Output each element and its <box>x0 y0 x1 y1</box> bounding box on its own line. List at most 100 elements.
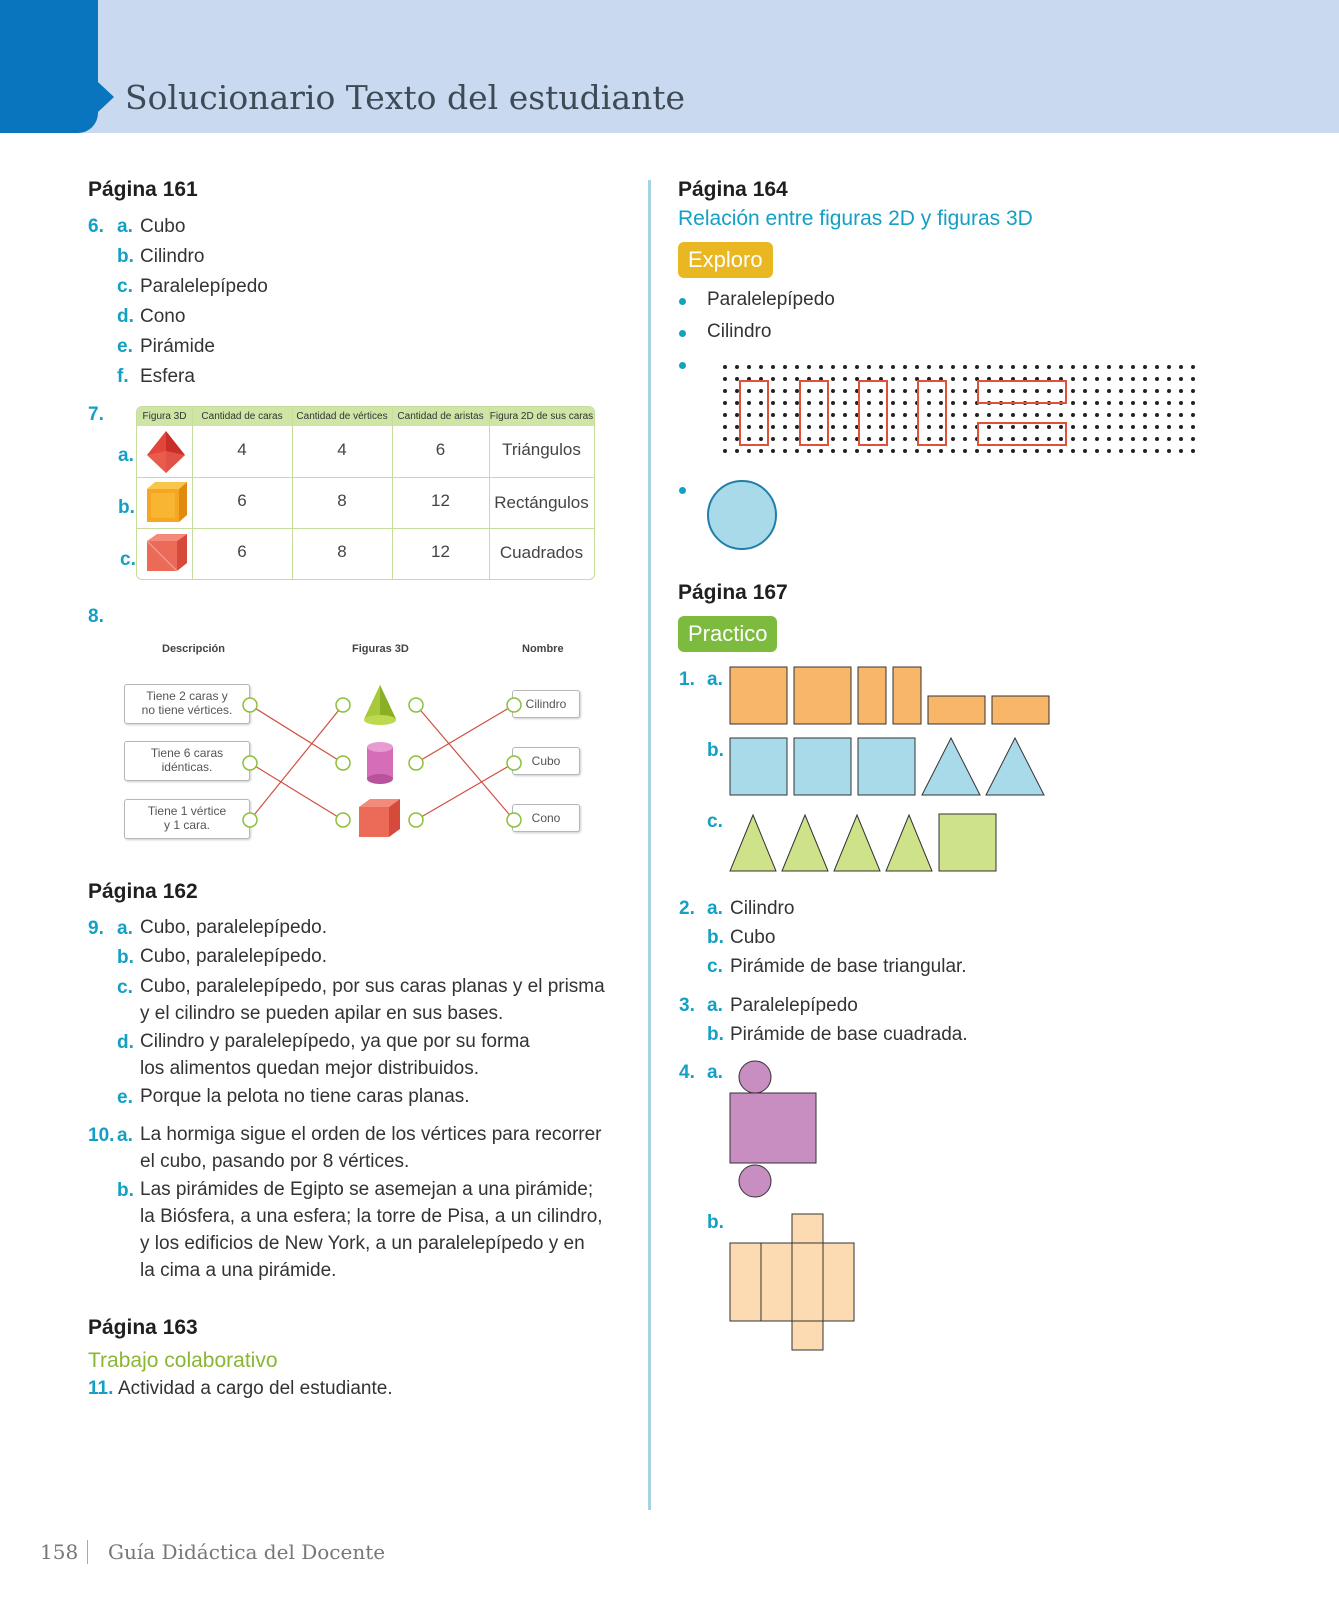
table-header-cell: Cantidad de vértices <box>296 411 388 422</box>
q9b-letter: b. <box>117 947 134 968</box>
table-gridline <box>489 407 490 579</box>
q3b-letter: b. <box>707 1024 724 1045</box>
q9d-letter: d. <box>117 1032 134 1053</box>
tag-exploro: Exploro <box>678 242 773 278</box>
q3b-text: Pirámide de base cuadrada. <box>730 1024 968 1045</box>
q10a-letter: a. <box>117 1125 133 1146</box>
q2b-letter: b. <box>707 927 724 948</box>
q9a-text: Cubo, paralelepípedo. <box>140 917 327 938</box>
q11-text: Actividad a cargo del estudiante. <box>118 1378 393 1399</box>
circle-icon <box>707 480 777 550</box>
q8-description-box: Tiene 1 vértice y 1 cara. <box>124 799 250 839</box>
q6f-letter: f. <box>117 366 129 387</box>
q7a-letter: a. <box>118 445 134 466</box>
q1b-letter: b. <box>707 740 724 761</box>
q10-number: 10. <box>88 1125 115 1146</box>
q8-description-box: Tiene 2 caras y no tiene vértices. <box>124 684 250 724</box>
q6e-text: Pirámide <box>140 336 215 357</box>
footer-separator <box>87 1540 88 1564</box>
q8-col-description: Descripción <box>162 643 225 655</box>
q10b-text-line: Las pirámides de Egipto se asemejan a un… <box>140 1179 594 1200</box>
q9d-text-line: Cilindro y paralelepípedo, ya que por su… <box>140 1031 530 1052</box>
q9e-letter: e. <box>117 1087 133 1108</box>
table-header-cell: Figura 3D <box>142 411 187 422</box>
bullet-icon <box>679 487 686 494</box>
dot-grid-nets <box>722 364 1202 454</box>
q8-col-name: Nombre <box>522 643 564 655</box>
q10b-text-line: la cima a una pirámide. <box>140 1260 337 1281</box>
q6a-letter: a. <box>117 216 133 237</box>
q6c-letter: c. <box>117 276 133 297</box>
q8-desc-line: Tiene 1 vértice <box>147 804 227 818</box>
cell-aristas-b: 12 <box>431 491 450 510</box>
q4a-letter: a. <box>707 1062 723 1083</box>
q9c-letter: c. <box>117 977 133 998</box>
q2a-letter: a. <box>707 898 723 919</box>
header-banner <box>0 0 1339 133</box>
q10b-text-line: y los edificios de New York, a un parale… <box>140 1233 585 1254</box>
cube-net-icon <box>729 1213 855 1351</box>
heading-page-161: Página 161 <box>88 178 198 201</box>
table-header-cell: Cantidad de aristas <box>397 411 484 422</box>
q2a-text: Cilindro <box>730 898 795 919</box>
q2b-text: Cubo <box>730 927 776 948</box>
bullet-text: Paralelepípedo <box>707 289 835 310</box>
cell-figura2d-c: Cuadrados <box>499 543 584 562</box>
bullet-text: Cilindro <box>707 321 772 342</box>
q8-name-box: Cilindro <box>512 690 580 718</box>
q6-number: 6. <box>88 216 104 237</box>
page-title: Solucionario Texto del estudiante <box>125 78 686 117</box>
q8-description-box: Tiene 6 caras idénticas. <box>124 741 250 781</box>
q10a-text-line: el cubo, pasando por 8 vértices. <box>140 1151 410 1172</box>
cube-red-icon <box>146 534 187 572</box>
q8-name-box: Cubo <box>512 747 580 775</box>
q11-number: 11. <box>88 1378 114 1399</box>
table-gridline <box>192 407 193 579</box>
q2-number: 2. <box>679 898 695 919</box>
q6b-letter: b. <box>117 246 134 267</box>
q8-col-figures: Figuras 3D <box>352 643 409 655</box>
cell-caras-a: 4 <box>237 440 247 459</box>
q6c-text: Paralelepípedo <box>140 276 268 297</box>
column-divider <box>648 180 651 1510</box>
cone-icon <box>364 685 396 725</box>
q4-number: 4. <box>679 1062 695 1083</box>
q6f-text: Esfera <box>140 366 195 387</box>
q7-number: 7. <box>88 404 104 425</box>
q8-number: 8. <box>88 606 104 627</box>
q3-number: 3. <box>679 995 695 1016</box>
q2c-text: Pirámide de base triangular. <box>730 956 967 977</box>
footer-page-number: 158 <box>40 1540 79 1564</box>
footer-guide-title: Guía Didáctica del Docente <box>108 1540 386 1564</box>
heading-page-167: Página 167 <box>678 581 788 604</box>
cell-vertices-b: 8 <box>337 491 347 510</box>
bullet-icon <box>679 362 686 369</box>
table-gridline <box>292 407 293 579</box>
q1c-letter: c. <box>707 811 723 832</box>
q9e-text: Porque la pelota no tiene caras planas. <box>140 1086 470 1107</box>
bullet-icon <box>679 330 686 337</box>
bullet-icon <box>679 298 686 305</box>
q3a-text: Paralelepípedo <box>730 995 858 1016</box>
pyramid-icon <box>147 431 185 473</box>
cell-figura2d-a: Triángulos <box>502 440 581 459</box>
cube-yellow-icon <box>147 482 187 522</box>
table-header-cell: Cantidad de caras <box>201 411 283 422</box>
q1a-letter: a. <box>707 669 723 690</box>
q2c-letter: c. <box>707 956 723 977</box>
q8-desc-line: Tiene 6 caras <box>150 746 224 760</box>
q8-desc-line: Tiene 2 caras y <box>146 689 228 703</box>
q6b-text: Cilindro <box>140 246 205 267</box>
q8-desc-line: y 1 cara. <box>163 818 211 832</box>
table-gridline <box>137 477 594 478</box>
q1-number: 1. <box>679 669 695 690</box>
cylinder-net-icon <box>729 1060 817 1198</box>
q9d-text-line: los alimentos quedan mejor distribuidos. <box>140 1058 480 1079</box>
q4b-letter: b. <box>707 1212 724 1233</box>
table-gridline <box>137 528 594 529</box>
tag-practico: Practico <box>678 616 778 652</box>
q7-table: Figura 3D Cantidad de caras Cantidad de … <box>136 406 595 580</box>
q10b-letter: b. <box>117 1180 134 1201</box>
table-header-row <box>137 407 594 426</box>
heading-page-162: Página 162 <box>88 880 198 903</box>
